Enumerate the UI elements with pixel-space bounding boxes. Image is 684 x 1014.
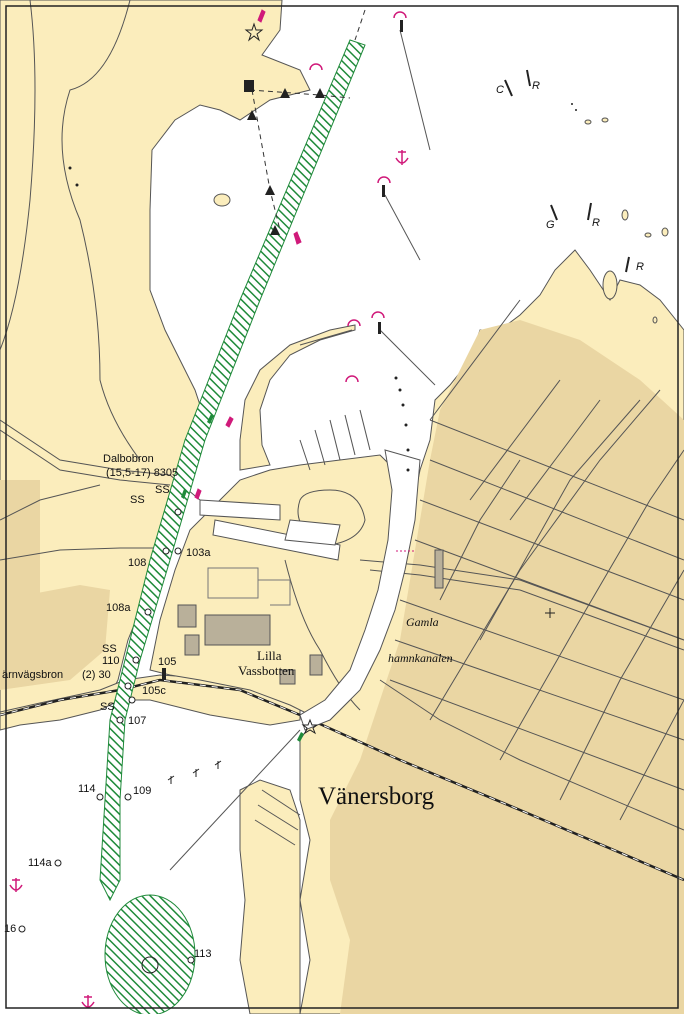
land-south-peninsula (239, 779, 301, 1014)
dalbobron-name: Dalbobron (103, 453, 154, 465)
dalbobron-spec: (15,5-17) 8305 (106, 467, 178, 479)
jarnvagsbron-spec: (2) 30 (82, 669, 111, 681)
land-peninsula (239, 324, 356, 471)
landmark-symbols (141, 22, 555, 974)
beacons (162, 20, 630, 680)
railway (0, 678, 684, 882)
green-lights (181, 414, 304, 742)
anchor-icons (9, 150, 409, 1008)
outline-plots (207, 567, 291, 606)
buildings (177, 549, 444, 685)
urban-area (330, 320, 684, 1014)
ss-marker-1: SS (155, 484, 170, 496)
ss-marker-2: SS (130, 494, 145, 506)
sounding-marks (18, 508, 195, 964)
jarnvagsbron-name: ärnvägsbron (2, 669, 63, 681)
sounding-114a: 114a (28, 857, 53, 869)
islands (213, 117, 669, 324)
hamnkanalen-label: hamnkanalen (388, 651, 453, 665)
sounding-107: 107 (128, 715, 146, 727)
sounding-103a: 103a (186, 547, 211, 559)
obstructions (167, 760, 222, 784)
sounding-108a: 108a (106, 602, 131, 614)
beacon-label-r2: R (592, 217, 600, 229)
beacon-label-r3: R (636, 261, 644, 273)
sounding-113: 113 (194, 948, 212, 960)
ss-marker-3: SS (102, 643, 117, 655)
urban-southwest (0, 585, 110, 690)
rock-dots (68, 103, 577, 472)
canal (299, 449, 421, 731)
lilla-label: Lilla (257, 648, 282, 663)
gamla-label: Gamla (406, 615, 439, 629)
sounding-16: 16 (4, 923, 16, 935)
sounding-105c: 105c (142, 685, 166, 697)
piers (169, 29, 436, 871)
sounding-110: 110 (102, 655, 120, 667)
sounding-109: 109 (133, 785, 151, 797)
sounding-105: 105 (158, 656, 176, 668)
beacon-label-g: G (546, 219, 555, 231)
sounding-114: 114 (78, 783, 96, 795)
vassbotten-label: Vassbotten (238, 663, 295, 678)
town-label: Vänersborg (318, 783, 435, 810)
chart-frame (5, 5, 679, 1009)
fairway (99, 39, 366, 1014)
light-symbols (194, 9, 414, 552)
beacon-label-r1: R (532, 80, 540, 92)
beacon-label-c: C (496, 84, 504, 96)
ss-marker-4: SS (100, 701, 115, 713)
lock-basins (199, 499, 341, 561)
sounding-108: 108 (128, 557, 146, 569)
